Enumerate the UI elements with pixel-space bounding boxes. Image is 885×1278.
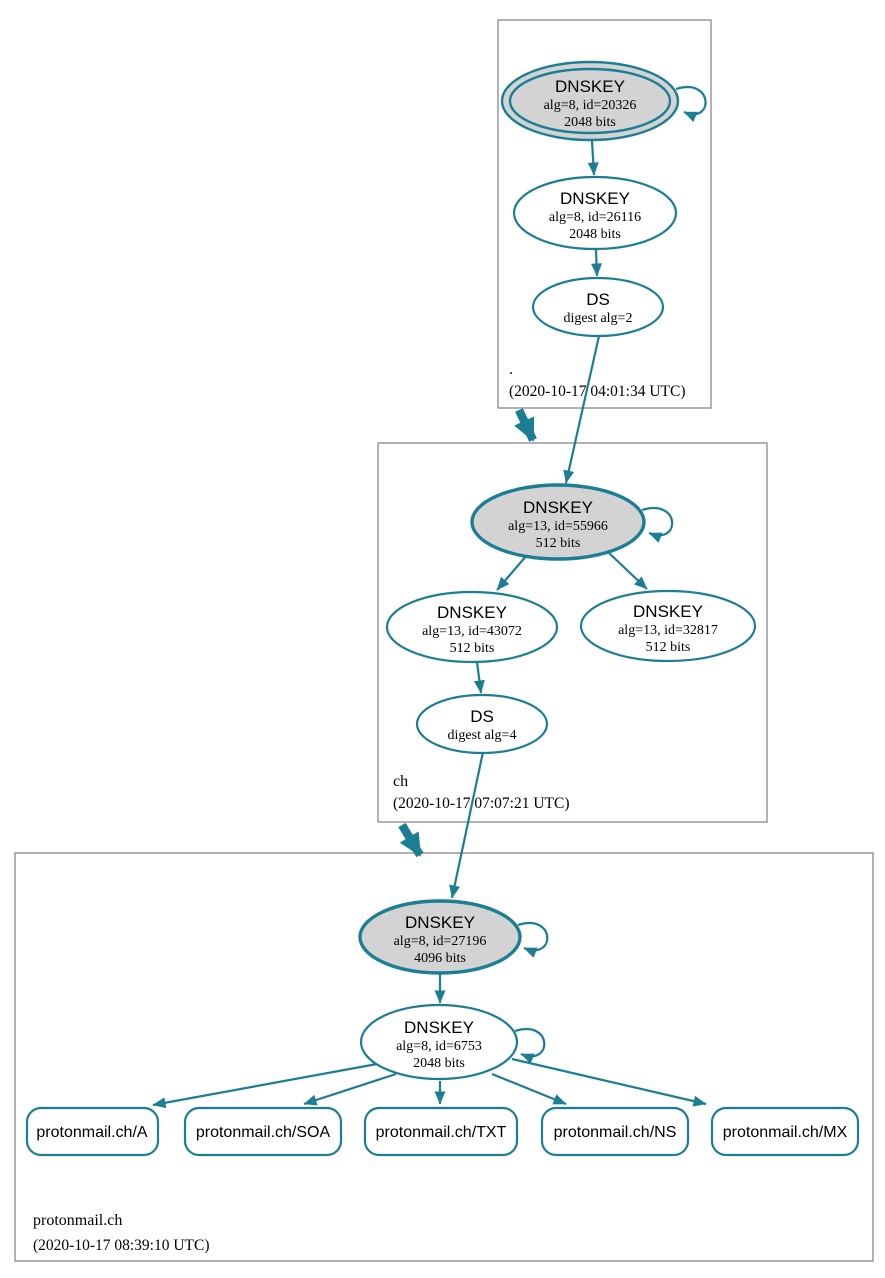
edge-ch-zsk-to-ds	[473, 661, 485, 694]
edge-pm-zsk-to-mx	[511, 1057, 707, 1107]
ch-ksk-detail: alg=13, id=55966	[508, 519, 608, 534]
ch-key2-node: DNSKEY alg=13, id=32817 512 bits	[579, 589, 757, 663]
pm-ksk-detail: alg=8, id=27196	[394, 934, 487, 949]
root-ksk-detail: alg=8, id=20326	[544, 98, 637, 113]
root-ksk-node: DNSKEY alg=8, id=20326 2048 bits	[500, 60, 680, 142]
pm-zsk-title: DNSKEY	[404, 1018, 474, 1037]
rrset-ns-node: protonmail.ch/NS	[540, 1106, 690, 1157]
protonmail-zone-label: protonmail.ch	[33, 1212, 122, 1229]
ch-key2-detail: alg=13, id=32817	[618, 623, 718, 638]
root-ds-detail: digest alg=2	[564, 311, 633, 326]
protonmail-zone-box	[14, 852, 874, 1262]
edge-root-to-ch-delegation	[514, 408, 537, 442]
pm-zsk-detail: alg=8, id=6753	[396, 1039, 482, 1054]
rrset-mx-node: protonmail.ch/MX	[710, 1106, 860, 1157]
ch-ksk-title: DNSKEY	[523, 498, 593, 517]
edge-root-zsk-to-ds	[591, 249, 603, 277]
rrset-mx-label: protonmail.ch/MX	[723, 1124, 848, 1141]
rrset-soa-node: protonmail.ch/SOA	[183, 1106, 343, 1157]
ch-zsk-title: DNSKEY	[437, 603, 507, 622]
rrset-txt-node: protonmail.ch/TXT	[363, 1106, 519, 1157]
ch-key2-title: DNSKEY	[633, 602, 703, 621]
ch-key2-bits: 512 bits	[646, 640, 691, 655]
root-ksk-title: DNSKEY	[555, 77, 625, 96]
edge-pm-zsk-selfloop	[514, 1028, 546, 1064]
ch-ksk-bits: 512 bits	[536, 536, 581, 551]
rrset-ns-label: protonmail.ch/NS	[554, 1124, 677, 1141]
pm-ksk-title: DNSKEY	[405, 913, 475, 932]
root-ds-title: DS	[586, 290, 610, 309]
pm-zsk-bits: 2048 bits	[413, 1056, 465, 1071]
root-zone-label: .	[509, 361, 513, 378]
edge-pm-zsk-to-a	[152, 1062, 378, 1109]
ch-ds-detail: digest alg=4	[448, 728, 517, 743]
edge-root-ksk-to-zsk	[587, 140, 599, 176]
rrset-a-label: protonmail.ch/A	[36, 1124, 147, 1141]
rrset-soa-label: protonmail.ch/SOA	[196, 1124, 331, 1141]
pm-ksk-node: DNSKEY alg=8, id=27196 4096 bits	[358, 899, 522, 975]
edge-pm-zsk-to-soa	[303, 1072, 397, 1106]
ch-zone-timestamp: (2020-10-17 07:07:21 UTC)	[393, 795, 570, 812]
edge-ch-ksk-to-zsk	[496, 554, 528, 591]
root-zone-box	[497, 19, 712, 409]
root-zsk-detail: alg=8, id=26116	[549, 210, 641, 225]
edge-ch-to-protonmail-delegation	[398, 822, 424, 858]
root-zsk-node: DNSKEY alg=8, id=26116 2048 bits	[512, 175, 678, 251]
ch-zsk-bits: 512 bits	[450, 641, 495, 656]
ch-ds-node: DS digest alg=4	[415, 693, 549, 755]
pm-zsk-node: DNSKEY alg=8, id=6753 2048 bits	[359, 1003, 519, 1081]
edge-pm-ksk-selfloop	[517, 922, 549, 958]
ch-zone-label: ch	[393, 773, 408, 790]
edge-ch-ds-to-pm-ksk	[449, 751, 485, 899]
root-ksk-bits: 2048 bits	[564, 115, 616, 130]
ch-zsk-detail: alg=13, id=43072	[422, 624, 522, 639]
ch-zsk-node: DNSKEY alg=13, id=43072 512 bits	[385, 590, 559, 664]
pm-ksk-bits: 4096 bits	[414, 951, 466, 966]
rrset-a-node: protonmail.ch/A	[25, 1106, 160, 1157]
ch-zone-box	[377, 442, 768, 823]
root-zone-timestamp: (2020-10-17 04:01:34 UTC)	[509, 383, 686, 400]
edge-ch-ksk-selfloop	[641, 507, 674, 543]
root-zsk-title: DNSKEY	[560, 189, 630, 208]
root-zsk-bits: 2048 bits	[569, 227, 621, 242]
edge-root-ds-to-ch-ksk	[563, 335, 601, 484]
root-ds-node: DS digest alg=2	[531, 276, 665, 338]
protonmail-zone-timestamp: (2020-10-17 08:39:10 UTC)	[33, 1237, 210, 1254]
rrset-txt-label: protonmail.ch/TXT	[376, 1124, 507, 1141]
ch-ds-title: DS	[470, 707, 494, 726]
ch-ksk-node: DNSKEY alg=13, id=55966 512 bits	[470, 483, 646, 561]
edge-root-ksk-selfloop	[675, 86, 707, 123]
edge-ch-ksk-to-key2	[608, 552, 648, 590]
edge-pm-zsk-to-ns	[491, 1072, 567, 1106]
